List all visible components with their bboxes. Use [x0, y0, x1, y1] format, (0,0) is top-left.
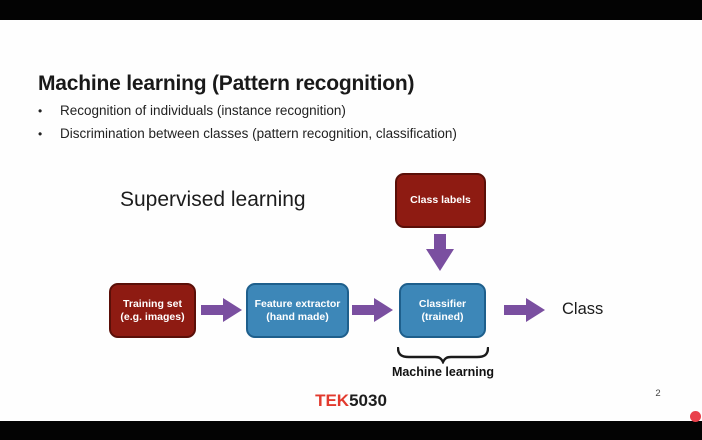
bullet-item: • Discrimination between classes (patter… — [38, 126, 457, 149]
training-set-box-line2: (e.g. images) — [120, 310, 185, 323]
underbrace-icon — [397, 347, 489, 364]
red-dot-indicator[interactable] — [690, 411, 701, 422]
course-logo-tek: TEK — [315, 391, 350, 410]
slide-title: Machine learning (Pattern recognition) — [38, 72, 415, 96]
machine-learning-label: Machine learning — [391, 365, 495, 379]
arrow-right-icon — [201, 298, 242, 322]
bullet-text: Recognition of individuals (instance rec… — [60, 103, 346, 118]
page-number: 2 — [655, 388, 661, 399]
class-labels-box-text: Class labels — [410, 194, 471, 206]
classifier-box: Classifier (trained) — [399, 283, 486, 338]
class-labels-box: Class labels — [395, 173, 486, 228]
bullet-item: • Recognition of individuals (instance r… — [38, 103, 457, 126]
bullet-text: Discrimination between classes (pattern … — [60, 126, 457, 141]
feature-extractor-box: Feature extractor (hand made) — [246, 283, 349, 338]
letterbox-top — [0, 0, 702, 20]
class-output-label: Class — [562, 300, 604, 318]
course-logo-number: 5030 — [349, 391, 387, 410]
supervised-learning-label: Supervised learning — [120, 188, 306, 211]
arrow-right-icon — [352, 298, 393, 322]
bullet-dot-icon: • — [38, 104, 43, 118]
arrow-down-icon — [426, 234, 454, 271]
classifier-box-line2: (trained) — [421, 310, 464, 323]
bullet-dot-icon: • — [38, 127, 43, 141]
classifier-box-line1: Classifier — [418, 297, 467, 310]
feature-extractor-box-line1: Feature extractor — [254, 297, 341, 310]
bullet-list: • Recognition of individuals (instance r… — [38, 103, 457, 149]
arrow-right-icon — [504, 298, 545, 322]
training-set-box: Training set (e.g. images) — [109, 283, 196, 338]
feature-extractor-box-line2: (hand made) — [266, 310, 329, 323]
letterbox-bottom — [0, 421, 702, 440]
training-set-box-line1: Training set — [123, 297, 182, 310]
course-logo: TEK5030 — [0, 391, 702, 411]
